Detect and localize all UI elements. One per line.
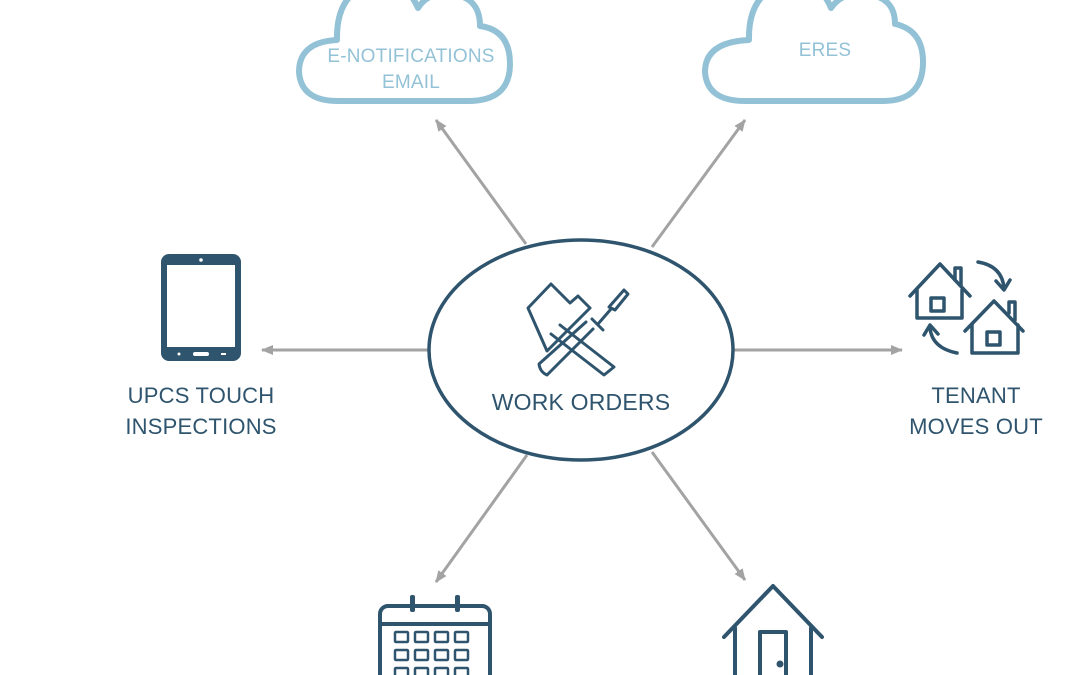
house-icon: [722, 584, 824, 675]
e-notifications-line1: E-NOTIFICATIONS: [327, 46, 495, 67]
calendar-icon: [378, 595, 492, 675]
cloud-icon: [702, 0, 926, 104]
cloud-icon: [296, 0, 513, 104]
connector-arrows: [261, 119, 903, 583]
tablet-icon: [161, 254, 241, 361]
center-node: [427, 238, 735, 462]
tenant-line1: TENANT: [931, 383, 1021, 408]
upcs-line1: UPCS TOUCH: [127, 383, 275, 408]
arrow-to-eres: [650, 119, 747, 248]
tenant-label: TENANT MOVES OUT: [876, 380, 1076, 442]
center-label: WORK ORDERS: [481, 387, 681, 418]
arrow-to-e-notifications: [434, 119, 528, 245]
upcs-line2: INSPECTIONS: [125, 414, 277, 439]
eres-line1: ERES: [798, 40, 852, 61]
e-notifications-line2: EMAIL: [381, 72, 441, 93]
arrow-to-house: [650, 451, 747, 581]
arrow-to-calendar: [434, 454, 529, 583]
tenant-line2: MOVES OUT: [909, 414, 1043, 439]
hammer-screwdriver-icon: [526, 282, 630, 377]
upcs-label: UPCS TOUCH INSPECTIONS: [101, 380, 301, 442]
e-notifications-label: E-NOTIFICATIONS EMAIL: [311, 44, 511, 96]
eres-label: ERES: [765, 38, 885, 64]
center-label-text: WORK ORDERS: [491, 389, 671, 415]
house-swap-icon: [908, 260, 1025, 355]
